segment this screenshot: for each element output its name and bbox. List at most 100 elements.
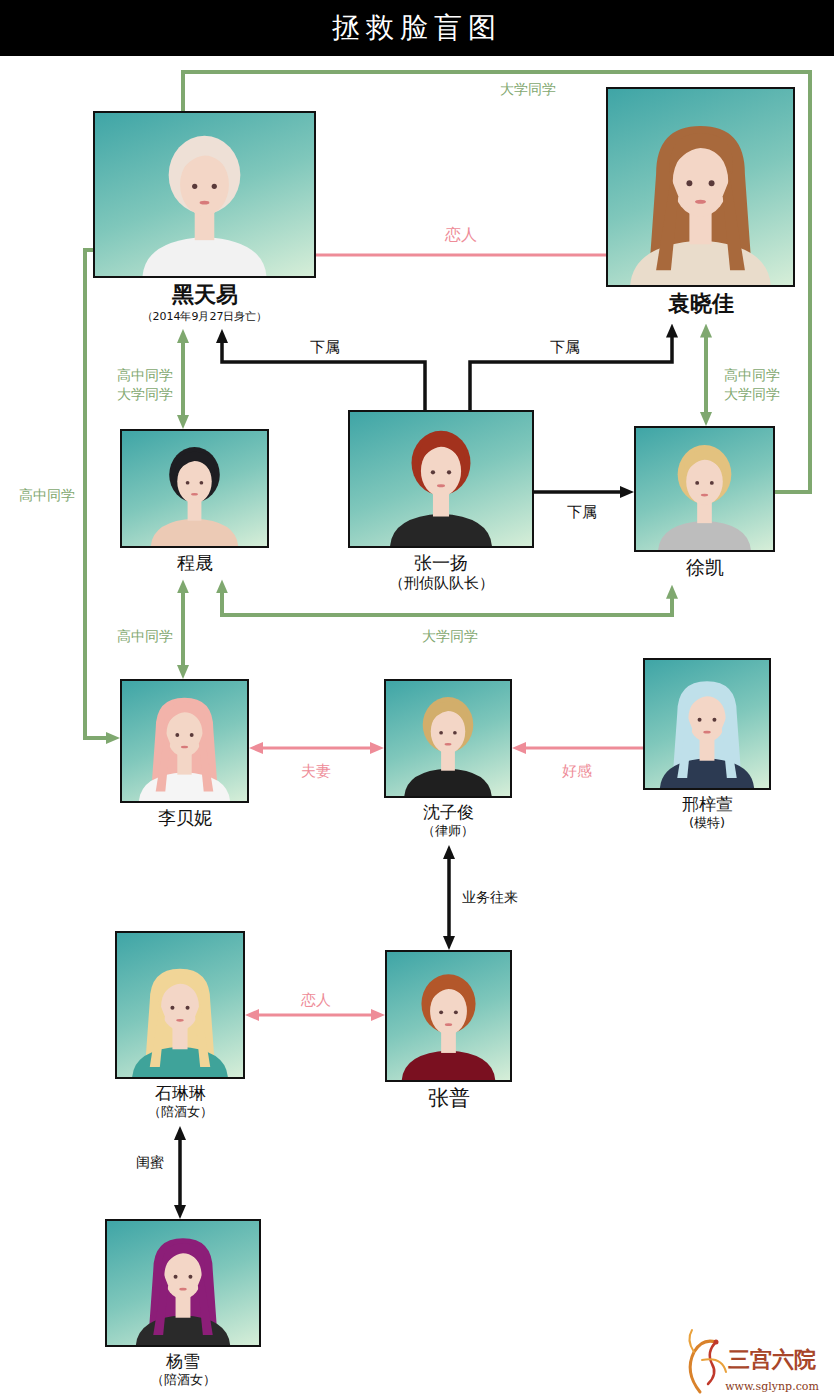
- mouth-shape: [445, 743, 452, 746]
- person-note: （律师）: [422, 823, 474, 840]
- hair-strand: [722, 716, 737, 778]
- person-name: 张一扬: [414, 551, 468, 574]
- relation-connector: [470, 332, 672, 410]
- portrait-box: [115, 931, 245, 1079]
- hair-fringe: [686, 686, 729, 713]
- portrait-box: [93, 111, 316, 278]
- person-card: 沈子俊（律师）: [384, 679, 512, 840]
- person-name: 程晟: [177, 551, 213, 574]
- hair-strand: [723, 178, 745, 271]
- title-bar: 拯救脸盲图: [0, 0, 834, 56]
- relation-label: 好感: [560, 761, 594, 781]
- eye-dot: [686, 180, 692, 186]
- hair-fringe: [164, 703, 205, 729]
- body-shape: [132, 1047, 228, 1077]
- person-name: 李贝妮: [158, 806, 212, 829]
- logo-swirl: [690, 1341, 716, 1392]
- body-shape: [390, 514, 492, 546]
- body-shape: [658, 521, 751, 550]
- eye-dot: [186, 481, 190, 485]
- relation-label: 下属: [548, 337, 582, 357]
- mouth-shape: [179, 1288, 186, 1291]
- portrait-figure: [386, 681, 510, 796]
- eye-dot: [190, 733, 194, 737]
- relation-label: 高中同学 大学同学: [114, 366, 177, 404]
- relation-label: 恋人: [443, 224, 479, 246]
- hair-fringe: [177, 142, 233, 178]
- hair-strand: [199, 731, 213, 791]
- mouth-shape: [701, 494, 708, 497]
- eye-dot: [454, 1010, 458, 1014]
- relation-connector: [534, 490, 626, 494]
- relation-label: 闺蜜: [134, 1153, 166, 1172]
- mouth-shape: [200, 201, 210, 205]
- eye-dot: [698, 718, 702, 722]
- relation-connector: [253, 1014, 377, 1017]
- portrait-figure: [117, 933, 243, 1077]
- portrait-figure: [122, 431, 267, 546]
- relation-label: 下属: [308, 337, 342, 357]
- watermark-text: www.sglynp.com: [725, 1380, 819, 1393]
- person-card: 程晟: [120, 429, 269, 574]
- mouth-shape: [176, 1019, 184, 1022]
- relation-connector: [704, 332, 708, 418]
- eye-dot: [439, 731, 443, 735]
- person-name: 杨雪: [166, 1350, 200, 1372]
- person-name: 徐凯: [686, 555, 724, 580]
- person-card: 石琳琳（陪酒女）: [115, 931, 245, 1121]
- relation-label: 大学同学: [498, 80, 558, 99]
- relation-connector: [222, 337, 425, 410]
- person-note: （陪酒女）: [151, 1372, 216, 1389]
- relation-label: 下属: [565, 502, 599, 522]
- hair-strand: [677, 716, 692, 778]
- relation-connector: [85, 250, 112, 738]
- eye-dot: [453, 731, 457, 735]
- logo-swirl: [708, 1342, 716, 1384]
- person-card: 邢梓萱(模特): [643, 658, 771, 832]
- relation-label: 高中同学: [17, 486, 77, 505]
- portrait-figure: [122, 681, 247, 801]
- relation-label: 业务往来: [460, 888, 520, 907]
- body-shape: [660, 758, 754, 788]
- hair-fringe: [428, 702, 468, 727]
- relation-label: 恋人: [299, 990, 333, 1010]
- relation-connector: [181, 587, 185, 671]
- logo-dot: [714, 1340, 719, 1345]
- hair-strand: [150, 1004, 165, 1067]
- hair-fringe: [162, 1243, 205, 1270]
- hair-strand: [153, 1273, 168, 1335]
- relation-connector: [257, 747, 376, 750]
- hair-fringe: [175, 452, 215, 477]
- portrait-figure: [645, 660, 769, 788]
- eye-dot: [439, 1010, 443, 1014]
- body-shape: [136, 1315, 230, 1345]
- body-shape: [151, 518, 238, 546]
- person-card: 黑天易（2014年9月27日身亡）: [93, 111, 316, 324]
- eye-dot: [200, 481, 204, 485]
- portrait-box: [634, 426, 775, 552]
- portrait-figure: [107, 1221, 259, 1345]
- body-shape: [139, 772, 230, 801]
- person-note: （陪酒女）: [148, 1104, 213, 1121]
- relation-connector: [520, 747, 643, 750]
- eye-dot: [695, 481, 699, 485]
- portrait-box: [120, 679, 249, 803]
- portrait-box: [120, 429, 269, 548]
- hair-fringe: [684, 450, 726, 477]
- relation-label: 高中同学: [115, 627, 175, 646]
- watermark-text: 三宫六院: [728, 1345, 816, 1375]
- portrait-box: [348, 410, 534, 548]
- portrait-figure: [350, 412, 532, 546]
- relation-connector: [316, 254, 606, 257]
- person-name: 邢梓萱: [682, 793, 733, 815]
- person-card: 杨雪（陪酒女）: [105, 1219, 261, 1389]
- hair-fringe: [418, 436, 464, 465]
- eye-dot: [170, 1006, 174, 1010]
- hair-strand: [195, 1004, 210, 1067]
- person-card: 袁晓佳: [606, 87, 795, 319]
- eye-dot: [175, 733, 179, 737]
- portrait-figure: [636, 428, 773, 550]
- eye-dot: [712, 718, 716, 722]
- relation-connector: [447, 853, 451, 942]
